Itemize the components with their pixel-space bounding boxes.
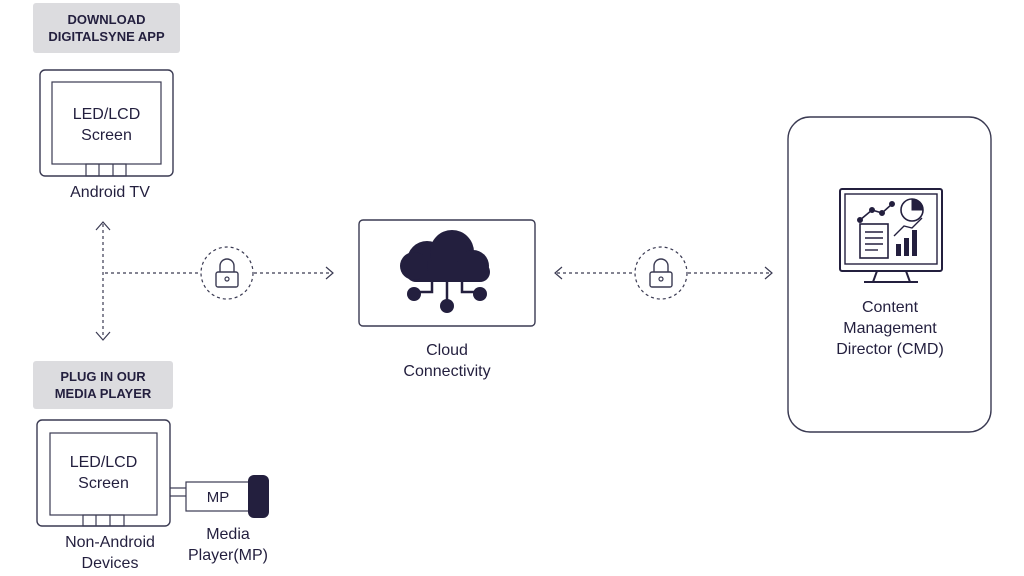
vertical-double-arrow <box>95 221 111 341</box>
non-android-monitor <box>36 419 186 527</box>
non-android-caption: Non-Android Devices <box>65 534 155 572</box>
cloud-caption: Cloud Connectivity <box>403 342 491 380</box>
media-player-device <box>185 475 269 518</box>
android-tv-caption: Android TV <box>70 184 150 201</box>
left-connector <box>105 266 334 280</box>
media-player-badge-line2: MEDIA PLAYER <box>54 386 152 401</box>
download-app-badge: DOWNLOAD DIGITALSYNE APP <box>33 3 180 53</box>
left-lock-icon <box>200 246 254 300</box>
download-app-badge-line2: DIGITALSYNE APP <box>48 29 165 44</box>
media-player-box-label: MP <box>207 489 230 506</box>
non-android-screen-label: LED/LCD Screen <box>69 454 138 492</box>
media-player-badge: PLUG IN OUR MEDIA PLAYER <box>33 361 173 409</box>
right-connector <box>554 266 773 280</box>
media-player-badge-line1: PLUG IN OUR <box>60 369 146 384</box>
android-tv-monitor <box>39 69 174 177</box>
cmd-panel <box>787 116 992 433</box>
cloud-network-icon <box>400 230 490 313</box>
cloud-box <box>358 219 536 327</box>
android-tv-screen-label: LED/LCD Screen <box>72 106 141 144</box>
analytics-monitor-icon <box>839 188 943 283</box>
media-player-caption: Media Player(MP) <box>187 526 268 564</box>
cmd-caption: Content Management Director (CMD) <box>836 299 944 358</box>
right-lock-icon <box>634 246 688 300</box>
download-app-badge-line1: DOWNLOAD <box>67 12 146 27</box>
